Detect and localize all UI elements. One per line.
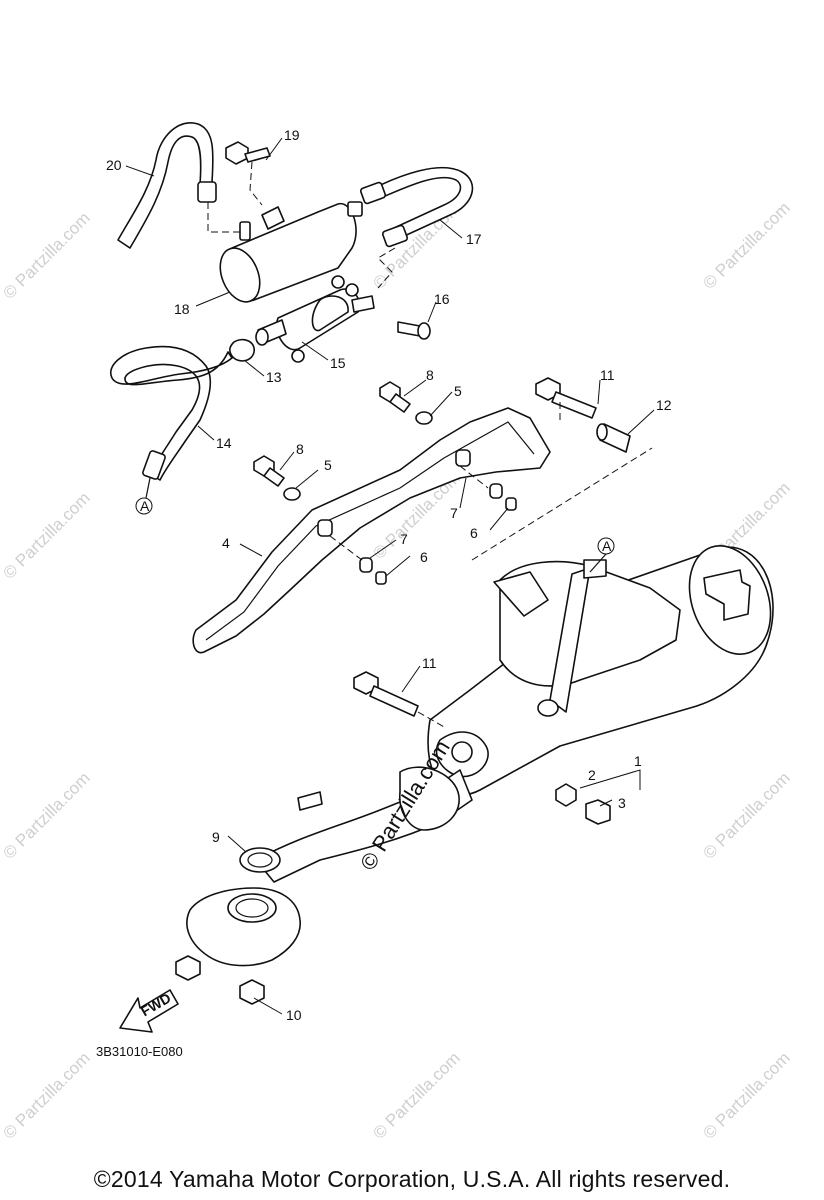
washer-2 [555, 783, 577, 807]
reference-a: A [597, 537, 615, 555]
nut-10 [239, 979, 265, 1005]
watermark: © Partzilla.com [699, 768, 793, 862]
bolt-8 [379, 381, 411, 413]
nut-3 [585, 799, 611, 825]
watermark: © Partzilla.com [699, 1048, 793, 1142]
callout-1: 1 [634, 753, 642, 769]
svg-text:A: A [602, 538, 612, 554]
callout-15: 15 [330, 355, 346, 371]
callout-7: 7 [400, 531, 408, 547]
grommet-7 [317, 519, 333, 537]
watermark: © Partzilla.com [0, 768, 94, 862]
reference-a: A [135, 497, 153, 515]
bolt-16 [397, 321, 431, 340]
callout-8: 8 [426, 367, 434, 383]
diagram-code: 3B31010-E080 [96, 1044, 183, 1059]
callout-5: 5 [324, 457, 332, 473]
fwd-arrow: FWD [119, 989, 179, 1033]
exhaust-pipe [255, 766, 473, 883]
washer-5 [415, 411, 433, 425]
flange [186, 887, 301, 967]
washer-5 [283, 487, 301, 501]
bolt-8 [253, 455, 285, 487]
grommet-7 [455, 449, 471, 467]
protector-4 [192, 407, 551, 654]
callout-6: 6 [470, 525, 478, 541]
bolt-11 [535, 377, 597, 419]
clamp-13 [229, 338, 255, 362]
bolt-19 [225, 141, 271, 206]
hose-17-end [381, 224, 409, 248]
leader-lines [125, 137, 655, 1015]
svg-text:A: A [140, 498, 150, 514]
callout-11: 11 [600, 367, 615, 383]
callout-5: 5 [454, 383, 462, 399]
watermark: © Partzilla.com [699, 198, 793, 292]
nut-10 [175, 955, 201, 981]
collar-7 [359, 557, 373, 573]
callout-4: 4 [222, 535, 230, 551]
hose-17 [369, 166, 474, 239]
callouts: 19 20 17 18 16 15 13 14 8 5 11 12 8 5 7 … [106, 127, 672, 1023]
watermark: © Partzilla.com [369, 1048, 463, 1142]
callout-2: 2 [588, 767, 596, 783]
hose-14 [109, 345, 233, 481]
watermark: © Partzilla.com [0, 208, 94, 302]
watermark: © Partzilla.com [0, 488, 94, 582]
hose-14-end [142, 450, 166, 480]
hose-20-end [197, 181, 217, 203]
valve-15 [255, 275, 375, 363]
collar-6 [505, 497, 517, 511]
callout-9: 9 [212, 829, 220, 845]
callout-12: 12 [656, 397, 672, 413]
callout-20: 20 [106, 157, 122, 173]
callout-8: 8 [296, 441, 304, 457]
gasket-9 [239, 847, 281, 873]
copyright-notice: ©2014 Yamaha Motor Corporation, U.S.A. A… [93, 1166, 731, 1192]
callout-7: 7 [450, 505, 458, 521]
callout-3: 3 [618, 795, 626, 811]
callout-16: 16 [434, 291, 450, 307]
canister-18 [219, 201, 363, 303]
callout-17: 17 [466, 231, 482, 247]
callout-19: 19 [284, 127, 300, 143]
callout-13: 13 [266, 369, 282, 385]
callout-6: 6 [420, 549, 428, 565]
callout-11: 11 [422, 655, 437, 671]
bolt-11 [353, 671, 447, 729]
watermark: © Partzilla.com [0, 1048, 94, 1142]
callout-10: 10 [286, 1007, 302, 1023]
callout-14: 14 [216, 435, 232, 451]
callout-18: 18 [174, 301, 190, 317]
collar-6 [375, 571, 387, 585]
collar-7 [489, 483, 503, 499]
muffler-1 [427, 544, 774, 796]
